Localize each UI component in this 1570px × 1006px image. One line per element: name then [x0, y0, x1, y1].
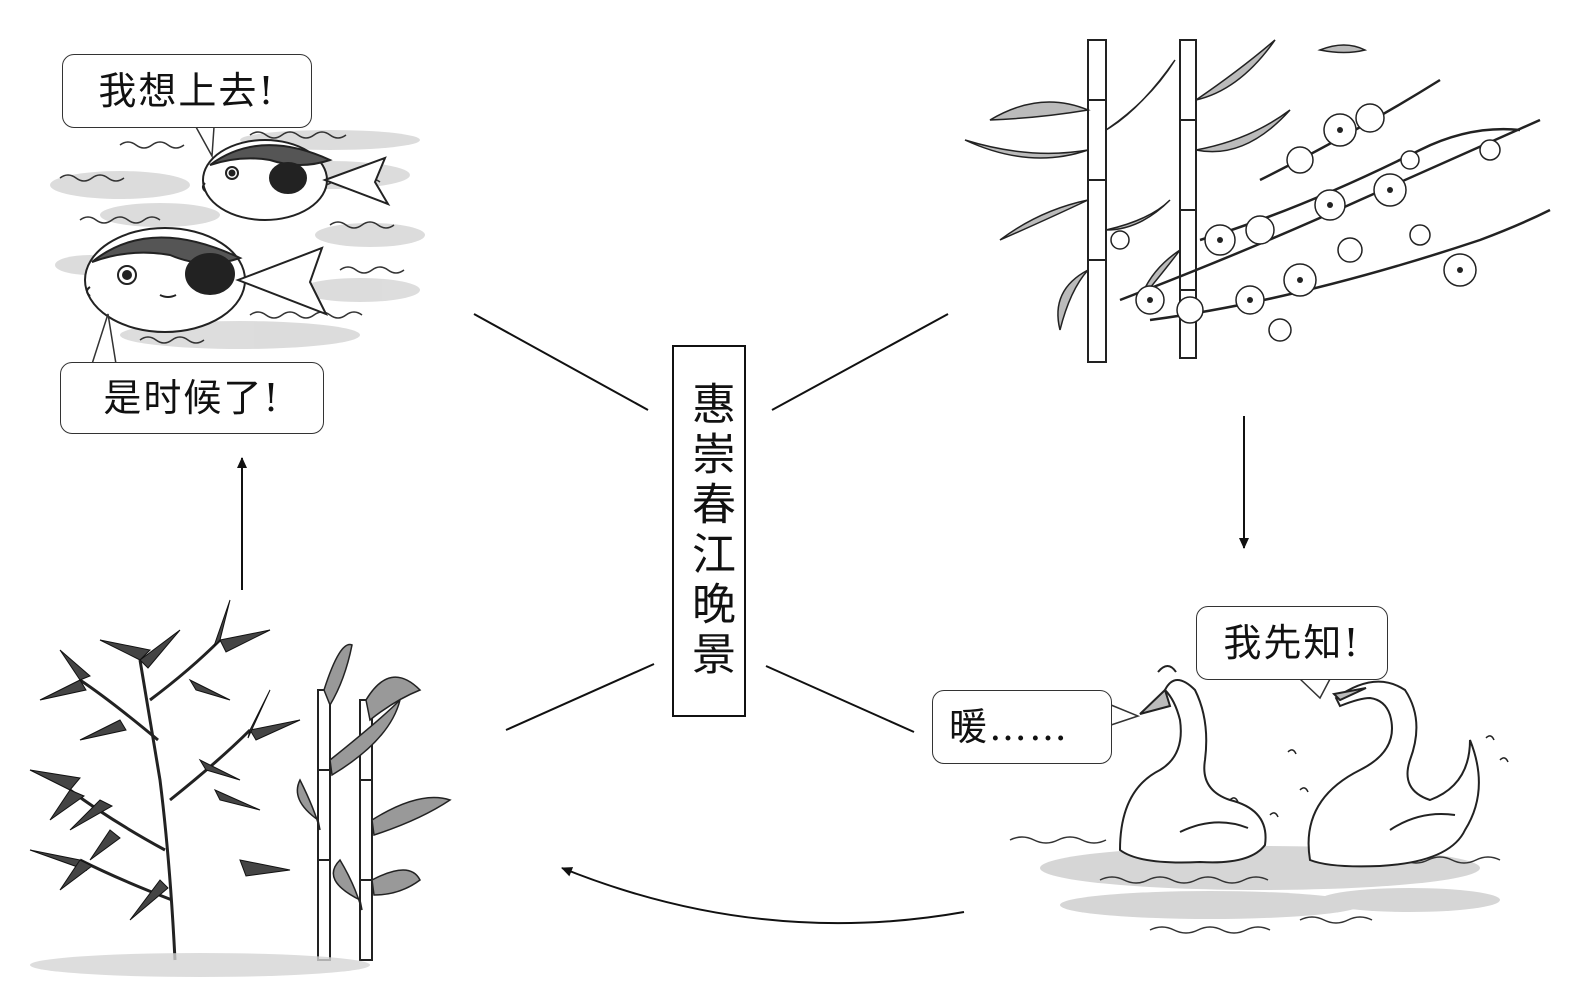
arrow-curved-left — [561, 867, 965, 925]
connector-line-top-left — [473, 313, 649, 411]
speech-bubble-fish-top: 我想上去! — [62, 54, 312, 128]
speech-bubble-swan-right: 我先知! — [1196, 606, 1388, 680]
speech-bubble-swan-left: 暖…… — [932, 690, 1112, 764]
speech-text-swan-right: 我先知! — [1223, 621, 1361, 665]
puffer-fish-icon — [50, 126, 425, 365]
speech-text-fish-top: 我想上去! — [98, 69, 276, 113]
bamboo-peach-blossom-icon — [964, 39, 1551, 363]
swans-icon — [1009, 665, 1509, 934]
connector-line-top-right — [771, 313, 949, 411]
connector-line-bottom-right — [765, 665, 915, 733]
connector-line-bottom-left — [505, 663, 655, 731]
poem-title-box: 惠崇春江晚景 — [672, 345, 746, 717]
speech-text-swan-left: 暖…… — [949, 705, 1070, 749]
speech-text-fish-bottom: 是时候了! — [103, 376, 281, 420]
speech-bubble-fish-bottom: 是时候了! — [60, 362, 324, 434]
poem-title: 惠崇春江晚景 — [684, 381, 735, 681]
reeds-icon — [29, 599, 452, 977]
